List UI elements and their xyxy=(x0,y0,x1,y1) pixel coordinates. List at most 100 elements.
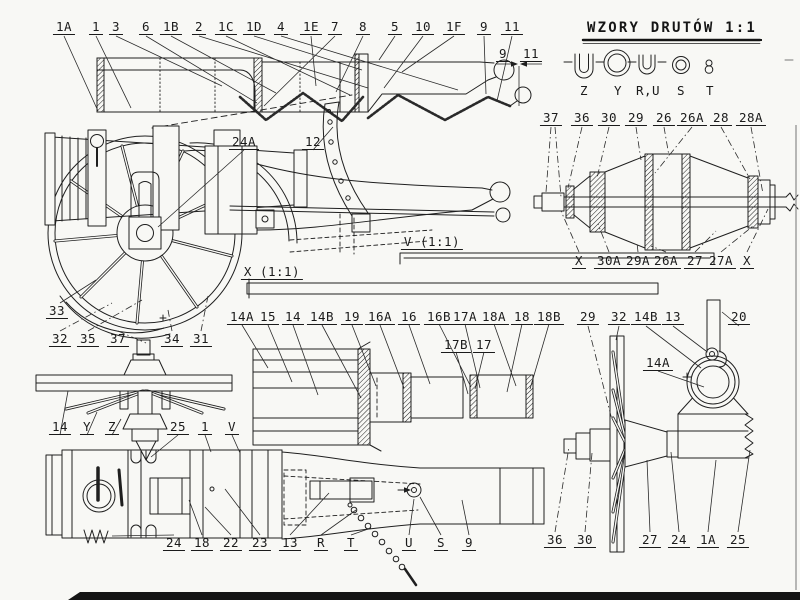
part-label-10: 10 xyxy=(411,20,435,36)
part-label-18: 18 xyxy=(190,536,214,552)
part-label-18: 18 xyxy=(510,310,534,326)
break-edge xyxy=(745,414,753,458)
leader-lines xyxy=(60,36,768,536)
part-label-11: 11 xyxy=(519,47,543,63)
part-label-X (1:1): X (1:1) xyxy=(240,265,304,281)
part-label-37: 37 xyxy=(106,332,130,348)
part-label-34: 34 xyxy=(160,332,184,348)
staple-hooks xyxy=(131,451,156,463)
part-label-9: 9 xyxy=(476,20,492,36)
part-label-29A: 29A xyxy=(622,254,654,270)
part-label-R: R xyxy=(313,536,329,552)
part-label-Y: Y xyxy=(79,420,95,436)
part-label-17: 17 xyxy=(472,338,496,354)
spring xyxy=(84,530,108,543)
part-label-1A: 1A xyxy=(52,20,76,36)
wire-ru-icon xyxy=(639,55,655,74)
wire-y-icon xyxy=(604,50,630,76)
part-label-9: 9 xyxy=(461,536,477,552)
part-label-Z: Z xyxy=(579,83,589,98)
part-label-1C: 1C xyxy=(214,20,238,36)
part-label-9: 9 xyxy=(495,47,511,63)
part-label-24A: 24A xyxy=(228,135,260,151)
trail-side-view xyxy=(97,54,531,128)
part-label-18B: 18B xyxy=(533,310,565,326)
support-post xyxy=(707,300,720,352)
part-label-1D: 1D xyxy=(242,20,266,36)
lifting-ring xyxy=(706,348,718,360)
wire-z-icon xyxy=(575,54,593,78)
part-label-6: 6 xyxy=(138,20,154,36)
barrel-breakdown xyxy=(247,253,714,451)
part-label-19: 19 xyxy=(340,310,364,326)
part-label-R,U: R,U xyxy=(635,83,661,98)
carriage-cheek xyxy=(205,146,257,234)
part-label-Z: Z xyxy=(104,420,120,436)
chain xyxy=(348,503,416,585)
front-view xyxy=(564,300,753,552)
part-label-Y: Y xyxy=(613,83,623,98)
part-label-29: 29 xyxy=(576,310,600,326)
axle-fork xyxy=(131,172,159,217)
part-label-23: 23 xyxy=(248,536,272,552)
part-label-11: 11 xyxy=(500,20,524,36)
front-spokes xyxy=(613,352,626,542)
part-label-26A: 26A xyxy=(676,111,708,127)
part-label-22: 22 xyxy=(219,536,243,552)
part-label-12: 12 xyxy=(301,135,325,151)
part-v-strip xyxy=(400,253,714,264)
part-label-28A: 28A xyxy=(735,111,767,127)
part-label-36: 36 xyxy=(570,111,594,127)
part-label-24: 24 xyxy=(162,536,186,552)
part-label-13: 13 xyxy=(661,310,685,326)
part-label-X: X xyxy=(739,254,755,270)
part-label-1B: 1B xyxy=(159,20,183,36)
part-label-S: S xyxy=(676,83,686,98)
part-label-25: 25 xyxy=(166,420,190,436)
wheel-plan-view xyxy=(36,340,232,460)
part-label-7: 7 xyxy=(327,20,343,36)
part-label-27: 27 xyxy=(638,533,662,549)
scan-edge-bottom xyxy=(68,592,800,600)
part-label-14: 14 xyxy=(48,420,72,436)
part-label-32: 32 xyxy=(607,310,631,326)
trail xyxy=(257,164,482,230)
part-label-14B: 14B xyxy=(630,310,662,326)
part-label-4: 4 xyxy=(273,20,289,36)
part-label-30: 30 xyxy=(573,533,597,549)
part-label-29: 29 xyxy=(624,111,648,127)
part-label-17A: 17A xyxy=(449,310,481,326)
part-label-24: 24 xyxy=(667,533,691,549)
part-label-14: 14 xyxy=(281,310,305,326)
axle-hub xyxy=(137,225,154,242)
assembled-gun-side-view xyxy=(45,102,510,338)
wire-s-icon xyxy=(673,57,690,74)
part-label-X: X xyxy=(571,254,587,270)
part-label-16: 16 xyxy=(397,310,421,326)
part-label-2: 2 xyxy=(191,20,207,36)
part-label-14A: 14A xyxy=(642,356,674,372)
gap-detail-arrows xyxy=(496,61,542,106)
sheet-title: WZORY DRUTÓW 1:1 xyxy=(581,20,763,41)
part-label-14B: 14B xyxy=(306,310,338,326)
part-label-15: 15 xyxy=(256,310,280,326)
part-label-17B: 17B xyxy=(440,338,472,354)
part-label-V (1:1): V (1:1) xyxy=(400,235,464,251)
part-label-16A: 16A xyxy=(364,310,396,326)
part-label-5: 5 xyxy=(387,20,403,36)
carriage-front xyxy=(678,414,748,458)
part-label-13: 13 xyxy=(278,536,302,552)
part-label-26: 26 xyxy=(652,111,676,127)
trail-bolt xyxy=(310,481,372,499)
part-label-T: T xyxy=(343,536,359,552)
part-label-37: 37 xyxy=(539,111,563,127)
trail-plan xyxy=(282,452,544,539)
part-label-1: 1 xyxy=(88,20,104,36)
elevation-arc xyxy=(323,102,368,216)
part-label-U: U xyxy=(401,536,417,552)
part-label-1F: 1F xyxy=(442,20,466,36)
part-label-30: 30 xyxy=(597,111,621,127)
barrel-side-view xyxy=(534,154,798,250)
axle-assembly-plan xyxy=(46,450,544,585)
trail-handle xyxy=(490,182,510,202)
